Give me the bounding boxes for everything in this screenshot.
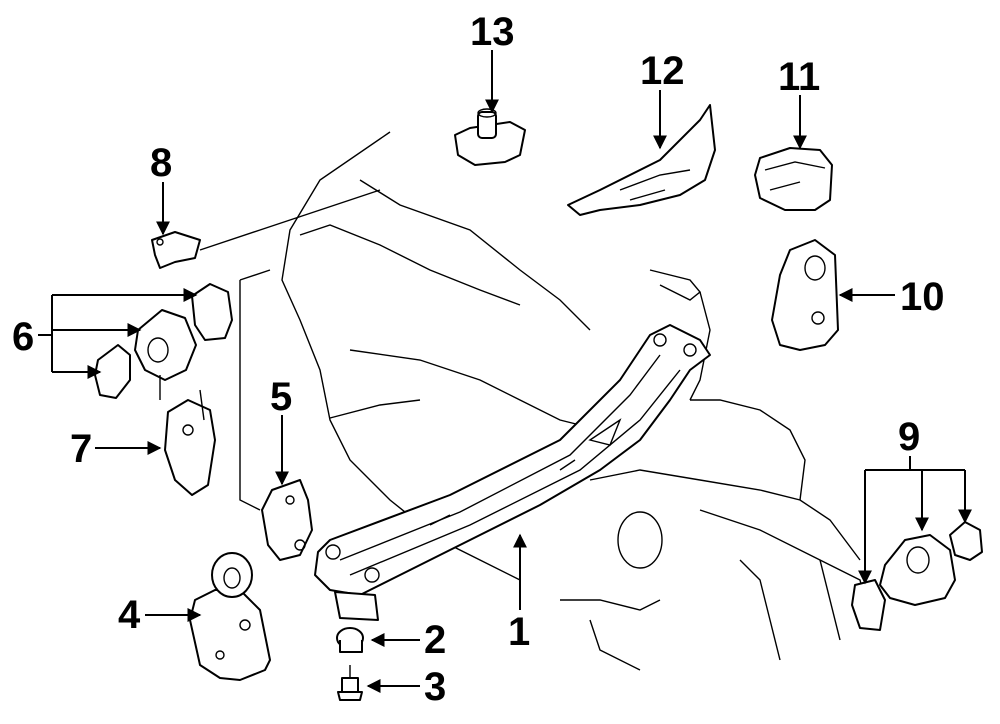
mount-assembly-6 xyxy=(94,283,233,400)
callout-10: 10 xyxy=(900,275,945,319)
top-mount xyxy=(454,108,526,166)
mount-assembly-9 xyxy=(851,521,983,631)
callout-13: 13 xyxy=(470,10,515,54)
callout-4: 4 xyxy=(118,593,141,637)
callout-11: 11 xyxy=(778,55,820,99)
bolt xyxy=(337,665,363,701)
callout-6: 6 xyxy=(12,315,34,359)
callout-2: 2 xyxy=(424,618,446,662)
mount-block xyxy=(754,147,833,211)
bracket-plate xyxy=(567,104,716,216)
callout-1: 1 xyxy=(508,610,530,654)
callout-3: 3 xyxy=(424,665,446,709)
engine-mount-right xyxy=(771,239,839,351)
small-bracket xyxy=(151,231,201,269)
callout-5: 5 xyxy=(270,375,292,419)
engine-outline xyxy=(199,131,871,671)
callout-labels: 1 2 3 4 5 6 7 8 9 10 11 12 13 xyxy=(12,10,945,709)
callout-8: 8 xyxy=(150,141,172,185)
leader-lines xyxy=(38,50,972,693)
callout-9: 9 xyxy=(898,415,920,459)
mount-bracket xyxy=(261,479,313,561)
crossmember xyxy=(314,324,711,621)
callout-7: 7 xyxy=(70,427,92,471)
bushing xyxy=(336,627,364,653)
callout-12: 12 xyxy=(640,49,685,93)
mount-bracket-7 xyxy=(164,389,216,496)
engine-mount-left xyxy=(189,552,271,681)
